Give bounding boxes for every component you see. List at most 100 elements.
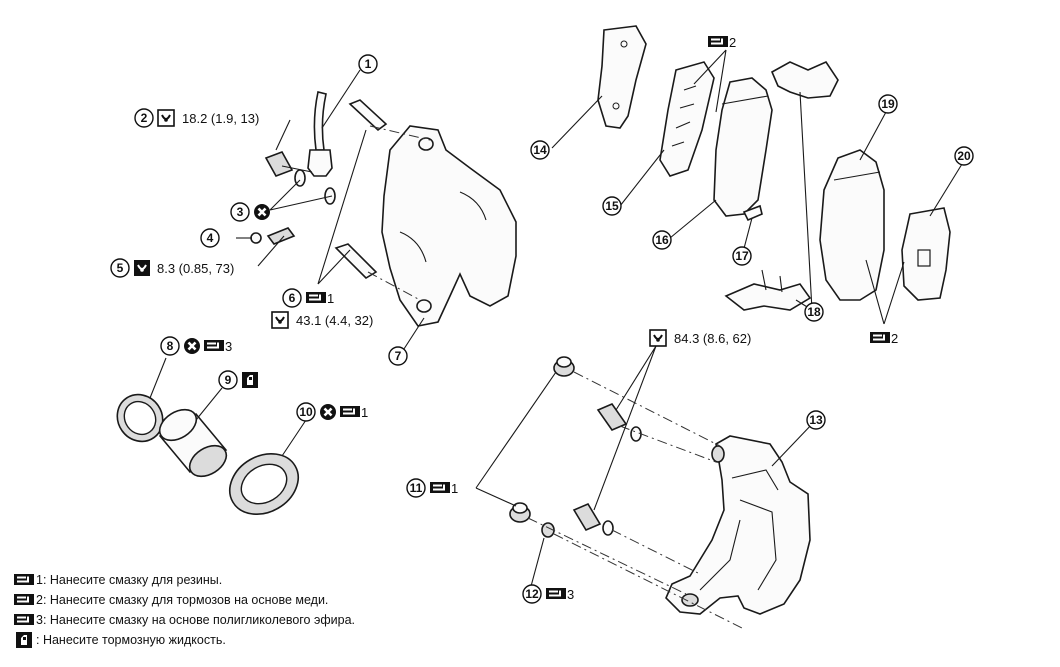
svg-text:15: 15 xyxy=(605,199,619,213)
svg-text:12: 12 xyxy=(525,587,539,601)
torque-member-bolt-lower xyxy=(572,502,602,532)
legend: 1: Нанесите смазку для резины. 2: Нанеси… xyxy=(14,570,355,650)
spec-torque-member-bolt-torque: 84.3 (8.6, 62) xyxy=(674,331,751,346)
grease-icon xyxy=(14,574,34,585)
legend-text: 3: Нанесите смазку на основе полигликоле… xyxy=(36,613,356,627)
callout-3: 3 xyxy=(230,202,250,222)
pin-boot-upper xyxy=(553,356,575,377)
grease-mark-2: 2 xyxy=(729,35,736,50)
callout-4: 4 xyxy=(200,228,220,248)
svg-text:14: 14 xyxy=(533,143,547,157)
svg-text:5: 5 xyxy=(117,261,124,275)
pin-boot-lower xyxy=(509,502,531,523)
grease-icon xyxy=(306,292,326,303)
torque-wrench-icon xyxy=(133,259,151,277)
legend-item-brake-fluid: : Нанесите тормозную жидкость. xyxy=(14,630,355,650)
spec-union-bolt-torque: 18.2 (1.9, 13) xyxy=(182,111,259,126)
piston-seal-ring xyxy=(116,393,164,443)
hose-fitting xyxy=(307,149,333,177)
svg-text:4: 4 xyxy=(207,231,214,245)
legend-item-polyglycol-grease: 3: Нанесите смазку на основе полигликоле… xyxy=(14,610,355,630)
washer xyxy=(630,426,642,442)
do-not-reuse-icon xyxy=(252,202,272,222)
svg-text:11: 11 xyxy=(410,481,423,495)
svg-text:8: 8 xyxy=(167,339,174,353)
callout-14: 14 xyxy=(530,140,550,160)
brake-hose xyxy=(313,91,327,151)
brake-fluid-icon xyxy=(16,631,32,648)
svg-text:7: 7 xyxy=(395,349,402,363)
grease-mark-1: 1 xyxy=(361,405,368,420)
piston xyxy=(158,408,228,478)
brake-fluid-icon xyxy=(242,372,258,388)
grease-icon xyxy=(546,588,566,599)
sliding-pin-lower xyxy=(334,243,378,280)
callout-7: 7 xyxy=(388,346,408,366)
svg-text:18: 18 xyxy=(807,305,821,319)
callout-11: 11 xyxy=(406,478,426,498)
legend-text: : Нанесите тормозную жидкость. xyxy=(36,633,226,647)
sliding-pin-upper xyxy=(348,99,388,132)
do-not-reuse-icon xyxy=(182,336,202,356)
outer-pad xyxy=(713,77,773,217)
pad-wear-indicator xyxy=(742,204,763,222)
pad-retainer-lower xyxy=(724,283,812,311)
callout-18: 18 xyxy=(804,302,824,322)
dust-boot xyxy=(229,453,299,515)
callout-6: 6 xyxy=(282,288,302,308)
grease-mark-3: 3 xyxy=(225,339,232,354)
callout-8: 8 xyxy=(160,336,180,356)
grease-icon xyxy=(870,332,890,343)
callout-20: 20 xyxy=(954,146,974,166)
svg-text:9: 9 xyxy=(225,373,232,387)
grease-icon xyxy=(14,614,34,625)
svg-text:17: 17 xyxy=(735,249,749,263)
callout-13: 13 xyxy=(806,410,826,430)
svg-text:19: 19 xyxy=(881,97,895,111)
torque-wrench-icon xyxy=(649,329,667,347)
svg-text:2: 2 xyxy=(141,111,148,125)
pad-retainer-upper xyxy=(770,60,839,99)
grease-mark-1: 1 xyxy=(451,481,458,496)
bleeder-valve xyxy=(266,227,296,245)
svg-text:20: 20 xyxy=(957,149,971,163)
callout-17: 17 xyxy=(732,246,752,266)
caliper-body xyxy=(381,125,517,327)
torque-member-bolt-upper xyxy=(596,403,628,431)
torque-member xyxy=(665,435,811,615)
callout-10: 10 xyxy=(296,402,316,422)
grease-mark-3: 3 xyxy=(567,587,574,602)
legend-item-rubber-grease: 1: Нанесите смазку для резины. xyxy=(14,570,355,590)
inner-shim xyxy=(901,207,951,301)
grease-icon xyxy=(204,340,224,351)
outer-shim-cover xyxy=(597,25,647,129)
svg-text:13: 13 xyxy=(809,413,823,427)
torque-wrench-icon xyxy=(271,311,289,329)
callout-12: 12 xyxy=(522,584,542,604)
legend-item-copper-grease: 2: Нанесите смазку для тормозов на основ… xyxy=(14,590,355,610)
svg-text:3: 3 xyxy=(237,205,244,219)
caliper-bore xyxy=(416,299,432,313)
legend-text: 1: Нанесите смазку для резины. xyxy=(36,573,223,587)
callout-9: 9 xyxy=(218,370,238,390)
washer xyxy=(602,520,614,536)
callout-1: 1 xyxy=(358,54,378,74)
legend-text: 2: Нанесите смазку для тормозов на основ… xyxy=(36,593,329,607)
callout-2: 2 xyxy=(134,108,154,128)
grease-mark-2: 2 xyxy=(891,331,898,346)
callout-15: 15 xyxy=(602,196,622,216)
callout-5: 5 xyxy=(110,258,130,278)
svg-text:10: 10 xyxy=(299,405,313,419)
caliper-bore xyxy=(418,137,434,151)
outer-shim xyxy=(659,61,715,177)
grease-icon xyxy=(708,36,728,47)
callout-16: 16 xyxy=(652,230,672,250)
spec-bleeder-torque: 8.3 (0.85, 73) xyxy=(157,261,234,276)
grease-icon xyxy=(14,594,34,605)
grease-icon xyxy=(430,482,450,493)
svg-text:1: 1 xyxy=(365,57,372,71)
grease-mark-1: 1 xyxy=(327,291,334,306)
spec-pin-bolt-torque: 43.1 (4.4, 32) xyxy=(296,313,373,328)
